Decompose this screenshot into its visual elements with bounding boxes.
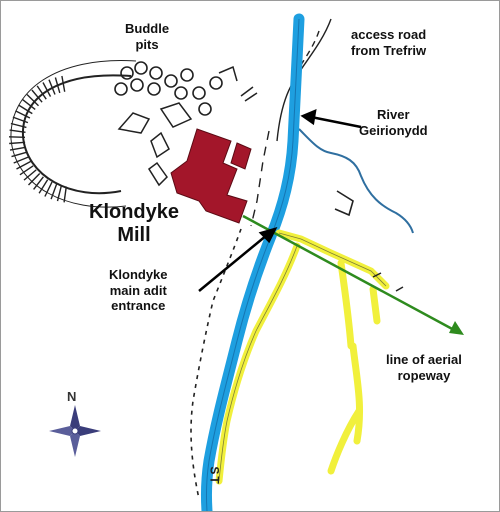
north-label: N xyxy=(67,389,77,404)
hachure-tick xyxy=(42,82,52,97)
hachure-tick xyxy=(27,173,41,186)
klondyke-mill-label: Klondyke Mill xyxy=(89,201,180,246)
hachure-tick xyxy=(9,129,26,133)
map-note-label: ST xyxy=(207,466,222,486)
ropeway-arrowhead xyxy=(449,321,464,335)
hachure-tick xyxy=(48,79,56,95)
site-outlines xyxy=(117,65,258,187)
river-outline xyxy=(205,18,300,511)
buddle-pits xyxy=(114,61,223,116)
field-boundary xyxy=(334,190,354,217)
access-road-label: access road from Trefriw xyxy=(351,27,427,58)
hachure-tick xyxy=(13,156,29,164)
compass-rose-icon xyxy=(49,405,101,457)
aerial-ropeway-label: line of aerial ropeway xyxy=(386,352,462,383)
hachure-tick xyxy=(23,169,37,181)
klondyke-mill-building xyxy=(170,128,248,224)
hachure-tick xyxy=(56,185,63,202)
mineral-veins xyxy=(215,229,390,485)
hachure-tick xyxy=(54,77,61,94)
hachure-tick xyxy=(10,122,27,129)
buddle-pits-label: Buddle pits xyxy=(125,21,170,52)
hachure-tick xyxy=(50,183,58,200)
hachure-tick xyxy=(11,151,28,158)
hachure-tick xyxy=(9,146,26,151)
hachure-tick xyxy=(26,93,39,107)
river-label: River Geirionydd xyxy=(359,107,428,138)
hachure-tick xyxy=(9,141,26,145)
hachure-tick xyxy=(44,181,53,197)
hachure-tick xyxy=(22,99,36,110)
hachure-tick xyxy=(33,176,44,190)
hachure-tick xyxy=(15,110,31,119)
spoil-heap xyxy=(8,60,137,208)
hachure-tick xyxy=(18,104,33,115)
hachure-tick xyxy=(61,75,66,92)
tributary-stream xyxy=(298,128,414,234)
hachure-tick xyxy=(31,89,43,103)
hachure-tick xyxy=(16,160,31,170)
river-geirionydd xyxy=(200,13,305,511)
hachure-tick xyxy=(63,186,67,203)
ropeway-ticks xyxy=(372,272,404,292)
hachure-tick xyxy=(8,136,26,138)
aerial-ropeway-line xyxy=(242,214,457,333)
hachure-tick xyxy=(38,179,49,194)
adit-entrance-label: Klondyke main adit entrance xyxy=(109,267,168,314)
hachure-tick xyxy=(12,116,29,124)
klondyke-mill-annex xyxy=(230,142,252,170)
pointer-arrows xyxy=(198,108,362,292)
hachure-tick xyxy=(19,165,34,176)
hachure-tick xyxy=(36,85,47,100)
